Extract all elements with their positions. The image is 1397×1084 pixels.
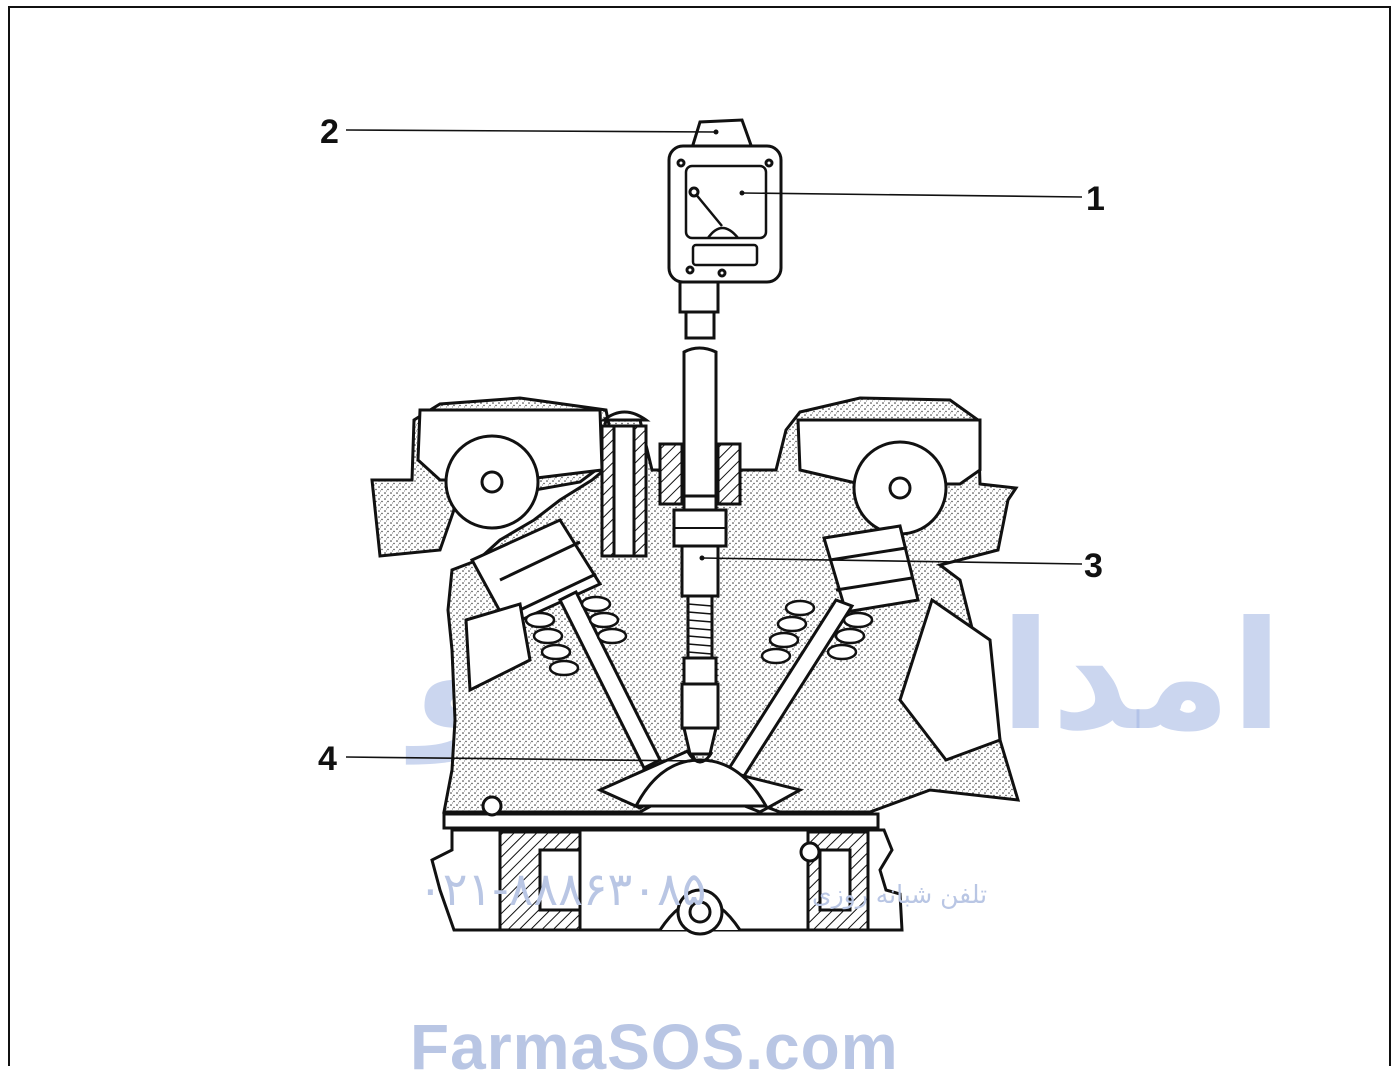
right-valve-spring <box>760 599 874 665</box>
callout-2: 2 <box>320 113 339 151</box>
left-valve-assembly <box>469 518 702 810</box>
right-port <box>898 597 1002 762</box>
engine-block <box>430 795 904 936</box>
compression-gauge <box>667 118 783 340</box>
leader-lines <box>345 129 1083 762</box>
plug-well-right <box>716 442 742 506</box>
head-gasket <box>442 812 880 830</box>
adapter-lower-body <box>680 682 720 730</box>
watermark-phone-number: ۰۲۱-۸۸۸۶۳۰۸۵ <box>418 862 707 916</box>
callout-3: 3 <box>1084 547 1103 585</box>
adapter-lower-nut <box>682 656 718 686</box>
gauge-window <box>691 243 759 267</box>
leader-1 <box>741 192 1083 198</box>
gauge-fitting <box>678 280 720 314</box>
plug-well-left <box>658 442 684 506</box>
leader-2 <box>345 129 717 133</box>
watermark-phone-label: تلفن شبانه روزی <box>812 880 988 909</box>
gauge-face <box>684 164 768 240</box>
right-valve-assembly <box>701 524 920 814</box>
adapter-body <box>680 544 720 598</box>
engine-diagram: 1 2 3 4 <box>318 113 1105 936</box>
watermark-url: FarmaSOS.com <box>410 1011 899 1083</box>
callout-4: 4 <box>318 740 337 778</box>
cylinder-head <box>370 396 1021 814</box>
gauge-cap <box>689 118 755 150</box>
left-valve-spring <box>524 595 628 677</box>
left-port <box>464 602 532 693</box>
gauge-hose <box>682 346 718 502</box>
figure-frame <box>8 6 1391 1066</box>
adapter-tip <box>682 726 718 756</box>
spark-plug-adapter <box>672 494 728 756</box>
leader-3 <box>701 557 1083 565</box>
leader-4 <box>345 756 701 762</box>
gauge-needle <box>693 191 723 227</box>
callout-1: 1 <box>1086 180 1105 218</box>
